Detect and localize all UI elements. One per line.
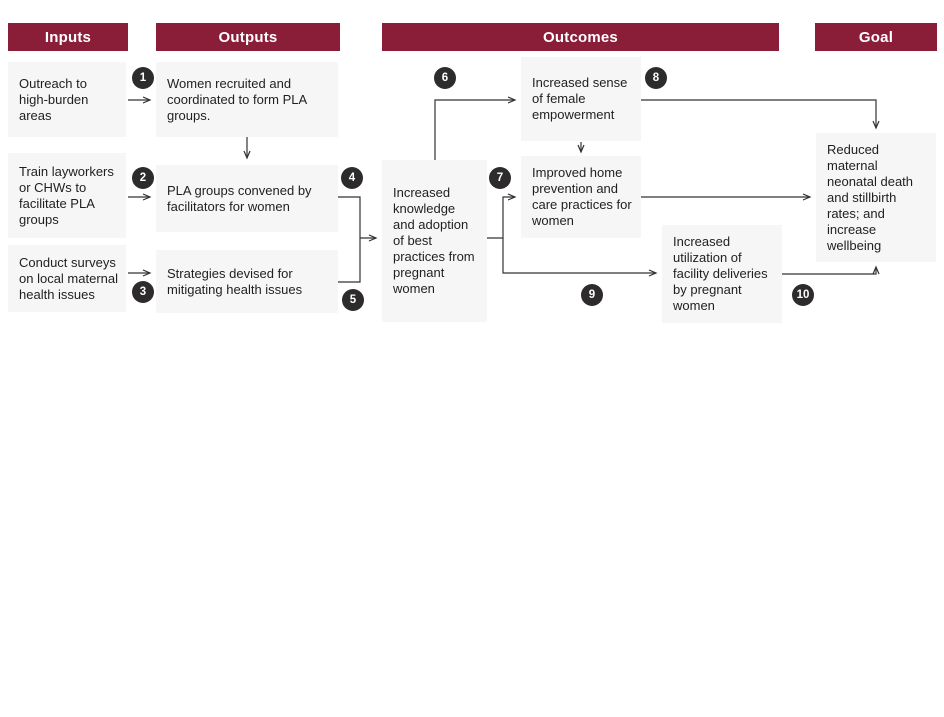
column-header-inputs: Inputs — [8, 23, 128, 51]
arrow-4-path — [338, 196, 376, 238]
arrow-5-path — [338, 238, 361, 283]
marker-2: 2 — [132, 167, 154, 189]
marker-7: 7 — [489, 167, 511, 189]
outcome-box-knowledge: Increased knowledge and adoption of best… — [382, 160, 487, 322]
outcome-box-facility: Increased utilization of facility delive… — [662, 225, 782, 323]
output-box-recruited: Women recruited and coordinated to form … — [156, 62, 338, 137]
marker-8: 8 — [645, 67, 667, 89]
goal-box-reduced-death: Reduced maternal neonatal death and stil… — [816, 133, 936, 262]
column-header-outputs: Outputs — [156, 23, 340, 51]
output-box-strategies: Strategies devised for mitigating health… — [156, 250, 338, 313]
marker-6: 6 — [434, 67, 456, 89]
arrow-8-path — [641, 99, 876, 128]
arrow-7-path — [487, 197, 515, 239]
marker-5: 5 — [342, 289, 364, 311]
column-header-goal: Goal — [815, 23, 937, 51]
outcome-box-empowerment: Increased sense of female empowerment — [521, 57, 641, 141]
marker-1: 1 — [132, 67, 154, 89]
input-box-surveys: Conduct surveys on local maternal health… — [8, 245, 126, 312]
arrow-6-path — [434, 100, 515, 160]
column-header-outcomes: Outcomes — [382, 23, 779, 51]
arrow-10-path — [782, 267, 876, 275]
marker-3: 3 — [132, 281, 154, 303]
marker-4: 4 — [341, 167, 363, 189]
input-box-outreach: Outreach to high-burden areas — [8, 62, 126, 137]
marker-9: 9 — [581, 284, 603, 306]
input-box-train: Train layworkers or CHWs to facilitate P… — [8, 153, 126, 238]
arrow-9-path — [502, 238, 656, 273]
marker-10: 10 — [792, 284, 814, 306]
output-box-convened: PLA groups convened by facilitators for … — [156, 165, 338, 232]
outcome-box-home-care: Improved home prevention and care practi… — [521, 156, 641, 238]
